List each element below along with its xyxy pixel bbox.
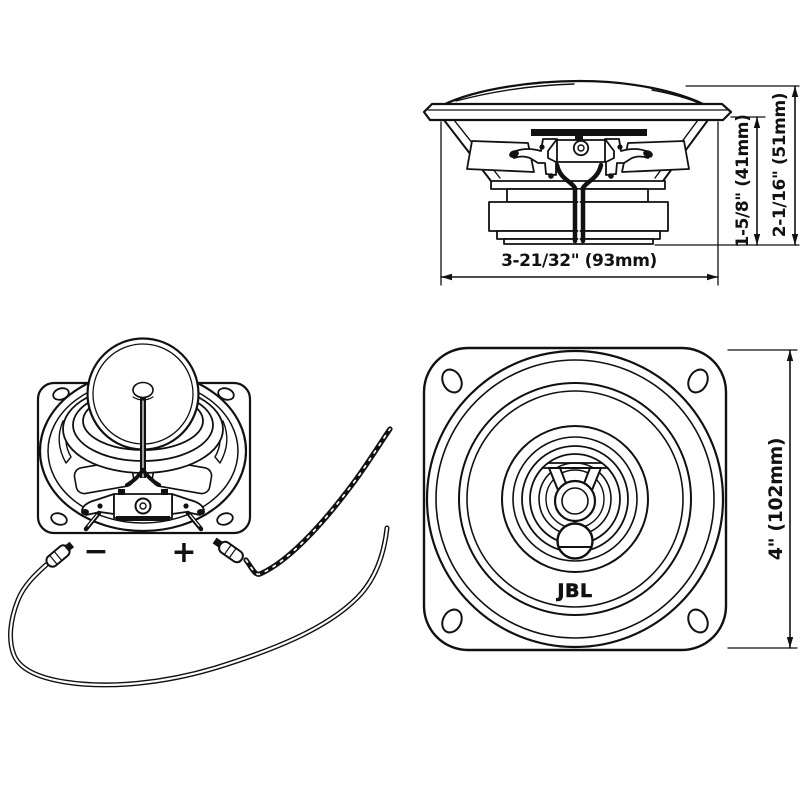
side-mounting-flange [422,102,733,122]
dim-body-width-label: 3-21/32" (93mm) [501,251,657,271]
front-view-dimensions [727,349,798,649]
dim-total-depth-label: 2-1/16" (51mm) [770,93,790,237]
connector-positive [212,537,244,564]
side-view-dimensions [440,85,800,286]
side-view-dim-arrows [441,86,799,281]
rear-mounting-holes [50,387,235,526]
front-view: JBL 4" (102mm) [422,346,798,652]
positive-terminal-label: + [171,535,196,570]
side-vent-left [466,140,535,173]
side-view: 3-21/32" (93mm) 1-5/8" (41mm) 2-1/16" (5… [422,79,800,286]
negative-terminal-label: − [83,534,108,569]
jbl-logo: JBL [555,580,592,602]
dim-overall-size-label: 4" (102mm) [765,438,787,560]
tweeter-screw [556,522,594,560]
front-view-dim-arrows [786,350,794,648]
rear-terminal-bracket [81,489,205,521]
rear-view: − + [8,337,393,688]
side-terminal-bracket [509,129,653,179]
front-cone-rings [425,349,725,649]
tweeter-dome [553,479,597,523]
side-basket [443,119,492,182]
terminal-lug-positive [185,510,204,532]
rear-lead-wire [125,398,161,487]
front-mounting-holes [441,368,709,634]
speaker-wire-twisted [243,426,393,577]
side-lead-wire [554,162,604,244]
dim-mounting-depth-label: 1-5/8" (41mm) [733,115,753,248]
speaker-wire-loop [8,525,390,688]
connector-negative [45,541,75,568]
terminal-lug-negative [83,510,102,532]
rear-dome-hole [132,381,154,399]
side-cone-dome [441,79,709,108]
